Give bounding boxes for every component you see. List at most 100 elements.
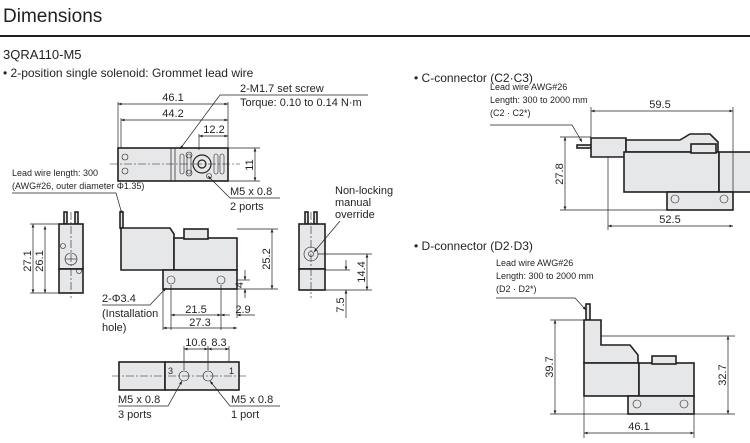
port-label-3: 3 <box>168 366 173 376</box>
port1-note-1: M5 x 0.8 <box>231 394 273 406</box>
drawing-line <box>632 399 642 409</box>
dim-pitch-b: 8.3 <box>211 337 226 349</box>
drawing-line <box>216 275 226 285</box>
override-note-3: override <box>335 209 375 221</box>
drawing-line <box>166 275 176 285</box>
dim-override-height: 14.4 <box>356 261 368 282</box>
drawing-line <box>623 151 720 193</box>
drawing-line <box>185 151 193 159</box>
dim-inner: 26.1 <box>34 250 46 271</box>
drawing-line <box>651 355 677 365</box>
drawing-line <box>313 220 341 253</box>
dim-overall: 46.1 <box>162 92 183 104</box>
port-icon <box>192 154 212 174</box>
drawing-line <box>186 153 192 175</box>
port-note-2: 2 ports <box>230 201 264 213</box>
title-divider <box>0 35 750 37</box>
drawing-line <box>585 303 591 321</box>
right-view-body <box>298 223 326 270</box>
drawing-line <box>638 362 695 397</box>
drawing-line <box>197 159 207 169</box>
drawing-line <box>496 297 587 311</box>
d-dim-body-height: 32.7 <box>717 364 729 385</box>
drawing-line <box>207 175 280 199</box>
drawing-line <box>719 194 729 204</box>
dim-edge: 2.9 <box>235 304 250 316</box>
port3-note-1: M5 x 0.8 <box>118 394 160 406</box>
c-note-3: (C2 · C2*) <box>490 108 531 118</box>
drawing-line <box>304 211 309 225</box>
drawing-line <box>213 153 219 175</box>
dim-base-height: 7.5 <box>335 297 347 312</box>
d-connector-view: Lead wire AWG#26 Length: 300 to 2000 mm … <box>496 258 735 438</box>
override-note-2: manual <box>335 197 371 209</box>
set-screw-note-2: Torque: 0.10 to 0.14 N·m <box>240 97 362 109</box>
dim-hole-pitch: 21.5 <box>185 304 206 316</box>
set-screw-note-1: 2-M1.7 set screw <box>240 83 324 95</box>
drawing-line <box>76 268 82 274</box>
drawing-line <box>63 211 68 225</box>
dim-height: 25.2 <box>261 248 273 269</box>
d-note-3: (D2 · D2*) <box>496 284 537 294</box>
screw-icon <box>121 167 129 175</box>
port1-note-2: 1 port <box>231 409 259 421</box>
right-view: Non-locking manual override 14.4 7.5 <box>298 185 393 318</box>
dim-height: 11 <box>244 159 256 170</box>
drawing-line <box>690 143 717 154</box>
c-note-1: Lead wire AWG#26 <box>490 82 567 92</box>
c-dim-height: 27.8 <box>554 163 566 184</box>
c-note-2: Length: 300 to 2000 mm <box>490 95 588 105</box>
drawing-line <box>679 399 689 409</box>
drawing-line <box>74 211 79 225</box>
hole-note-1: 2-Φ3.4 <box>102 293 136 305</box>
port-label-1: 1 <box>229 366 234 376</box>
grommet-subtitle: • 2-position single solenoid: Grommet le… <box>3 66 254 80</box>
d-note-2: Length: 300 to 2000 mm <box>496 271 594 281</box>
drawing-line <box>219 153 225 175</box>
dim-body: 44.2 <box>162 108 183 120</box>
c-dim-base: 52.5 <box>659 214 680 226</box>
d-dim-width: 46.1 <box>628 421 649 433</box>
hole-note-2: (Installation <box>102 308 158 320</box>
drawing-line <box>118 380 183 407</box>
left-view: Lead wire length: 300 (AWG#26, outer dia… <box>12 168 144 298</box>
screw-icon <box>121 153 129 161</box>
drawing-line <box>60 243 66 249</box>
port-3-icon <box>178 370 190 382</box>
c-connector-subtitle: • C-connector (C2·C3) <box>414 71 533 85</box>
drawing-line <box>298 268 326 291</box>
drawing-line <box>313 211 318 225</box>
port-1-icon <box>202 370 214 382</box>
d-mounting-base <box>627 395 695 415</box>
top-view: 46.1 44.2 12.2 11 2-M1.7 set screw Torqu… <box>110 83 368 213</box>
dim-pitch-a: 10.6 <box>185 337 206 349</box>
top-view-body <box>117 147 229 182</box>
c-mounting-base <box>666 191 734 211</box>
d-dim-height: 39.7 <box>544 356 556 377</box>
drawing-line <box>670 194 680 204</box>
drawing-line <box>183 228 209 240</box>
drawing-line <box>209 380 280 407</box>
drawing-line <box>119 211 124 229</box>
dim-port-offset: 12.2 <box>203 124 224 136</box>
drawing-line <box>179 94 368 150</box>
model-number: 3QRA110-M5 <box>3 47 82 62</box>
dim-hole-height: 4 <box>234 282 246 288</box>
drawing-line <box>490 124 583 143</box>
drawing-line <box>102 287 167 306</box>
port3-note-2: 3 ports <box>118 409 152 421</box>
dim-outer: 27.1 <box>22 250 34 271</box>
dim-base: 27.3 <box>189 317 210 329</box>
drawing-line <box>179 153 185 175</box>
c-connector-view: Lead wire AWG#26 Length: 300 to 2000 mm … <box>490 82 750 230</box>
c-dim-width: 59.5 <box>649 99 670 111</box>
drawing-line <box>576 144 592 149</box>
front-view: 25.2 4 21.5 2.9 27.3 2-Φ3.4 (Installatio… <box>102 211 278 334</box>
drawing-line <box>583 362 640 397</box>
bottom-view: 3 1 10.6 8.3 M5 x 0.8 3 ports M5 x 0.8 1… <box>112 337 280 421</box>
drawing-line <box>185 169 193 177</box>
drawing-line <box>12 192 123 215</box>
lead-note-2: (AWG#26, outer diameter Φ1.35) <box>12 181 144 191</box>
page-title: Dimensions <box>3 6 103 27</box>
